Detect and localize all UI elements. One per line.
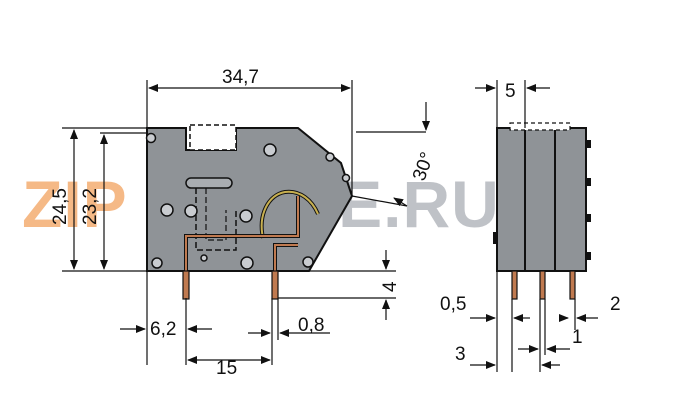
inner-slot: [185, 177, 233, 189]
side-housing: [496, 127, 587, 272]
pin-right: [271, 270, 279, 300]
dimension-labels: 34,7 24,5 23,2 30° 4 6,2 0,8 15 5 0,5 3 …: [50, 67, 621, 379]
clamp-opening: [189, 124, 237, 151]
dim-pin-gap: 1: [572, 327, 583, 348]
dim-pin-length: 4: [380, 281, 401, 292]
dim-side-depth: 3: [455, 344, 466, 365]
wire-channel-inner: [205, 188, 227, 241]
side-pins: [511, 270, 576, 300]
side-dimensions: [470, 80, 598, 372]
dim-pin-width: 0,8: [298, 315, 324, 336]
lead-frame-fill: [185, 196, 299, 298]
front-housing: [146, 127, 354, 272]
side-notches: [493, 140, 591, 260]
dim-height-outer: 24,5: [50, 188, 71, 225]
side-view: [493, 122, 591, 300]
pin-left: [182, 270, 190, 300]
front-dimensions: [62, 80, 430, 365]
dim-side-offset: 0,5: [440, 294, 466, 315]
dim-side-width: 5: [505, 81, 516, 102]
side-top-cap: [509, 122, 571, 131]
dim-height-inner: 23,2: [80, 188, 101, 225]
spring-clamp-wire: [260, 190, 319, 239]
wire-channel: [195, 188, 237, 251]
watermark-left: ZIP: [22, 167, 128, 241]
dim-pin-right: 2: [610, 294, 621, 315]
dim-left-offset: 6,2: [150, 319, 176, 340]
dim-pitch: 15: [216, 358, 237, 379]
dim-width-top: 34,7: [222, 67, 259, 88]
front-view: [145, 124, 354, 300]
mounting-holes: [145, 132, 351, 270]
